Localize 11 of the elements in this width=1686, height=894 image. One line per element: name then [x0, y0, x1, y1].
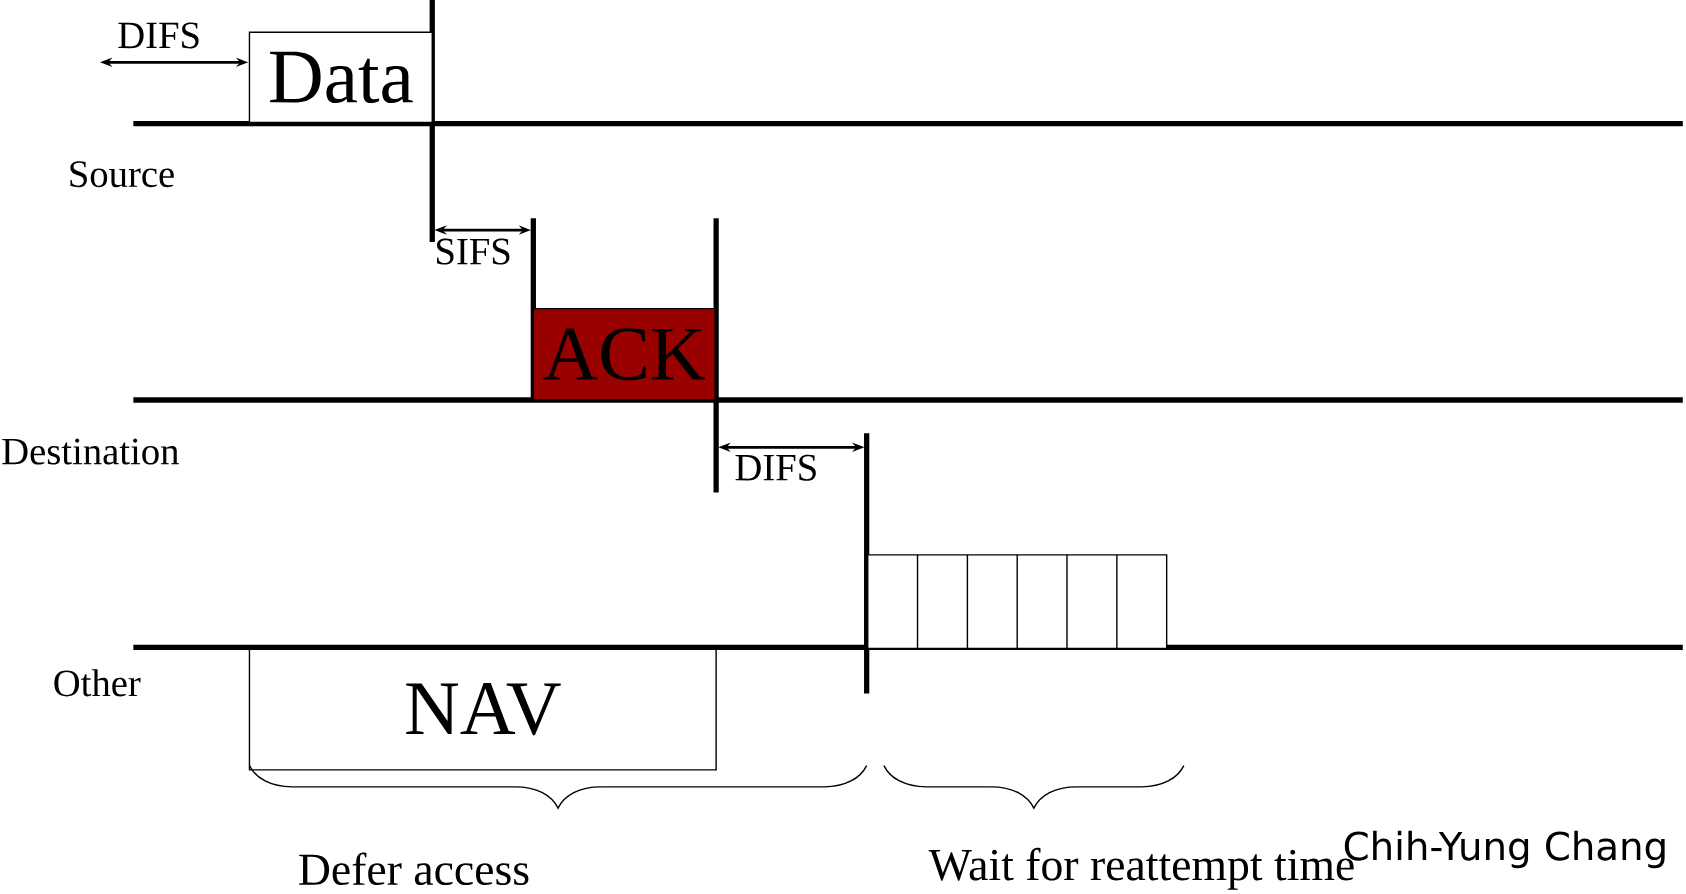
brace-label: Defer access — [299, 852, 529, 886]
dimension-label: DIFS — [735, 454, 816, 481]
timeline-label: Destination — [2, 438, 179, 465]
dimension-label: SIFS — [437, 238, 510, 265]
nav-box: NAV — [248, 647, 717, 771]
timeline-label: Source — [70, 161, 174, 188]
frame-box: Data — [248, 31, 433, 124]
timeline-label: Other — [54, 669, 141, 697]
frame-box: ACK — [532, 308, 716, 401]
backoff-slots — [867, 554, 1168, 650]
dimension-label: DIFS — [118, 22, 199, 49]
